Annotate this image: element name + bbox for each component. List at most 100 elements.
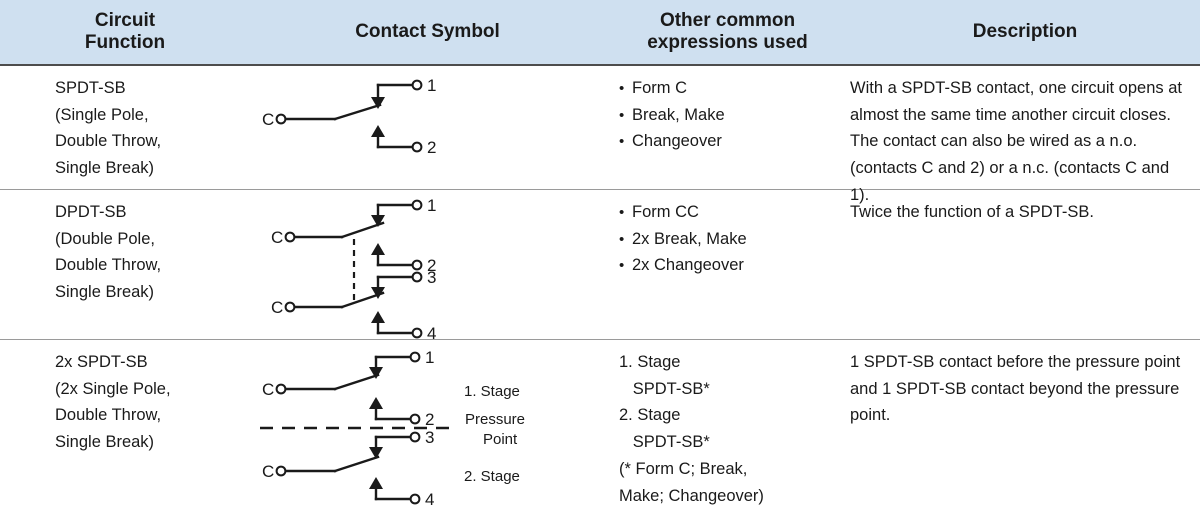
annotation-point: Point bbox=[483, 431, 518, 448]
header-line-1: Other common bbox=[659, 9, 796, 31]
annotation-stage-2: 2. Stage bbox=[464, 468, 520, 485]
function-line: Double Throw, bbox=[55, 132, 162, 151]
list-item: (* Form C; Break, bbox=[619, 459, 748, 478]
table-header-row: Circuit Function Contact Symbol Other co… bbox=[0, 0, 1200, 66]
list-item: Make; Changeover) bbox=[619, 486, 764, 505]
list-item: 2x Changeover bbox=[619, 252, 842, 279]
spdt-sb-diagram: C 1 2 bbox=[262, 76, 436, 157]
function-line: (Double Pole, bbox=[55, 229, 155, 248]
cell-other-expressions: Form C Break, Make Changeover bbox=[605, 66, 850, 189]
terminal-3 bbox=[411, 271, 423, 283]
header-line-1: Circuit bbox=[94, 9, 156, 31]
contact-4-arrowhead bbox=[369, 477, 383, 489]
column-header-contact-symbol: Contact Symbol bbox=[250, 0, 605, 64]
contact-1-arrowhead bbox=[369, 367, 383, 379]
column-header-description: Description bbox=[850, 0, 1200, 64]
contact-3-arrowhead bbox=[369, 447, 383, 459]
list-item: 1. Stage bbox=[619, 353, 681, 371]
function-line: Single Break) bbox=[55, 283, 155, 302]
contact-4-arrowhead bbox=[371, 311, 385, 323]
header-line-1: Description bbox=[972, 20, 1078, 42]
description-text: Twice the function of a SPDT-SB. bbox=[850, 203, 1094, 221]
terminal-label-2: 2 bbox=[427, 256, 436, 275]
cell-other-expressions: Form CC 2x Break, Make 2x Changeover bbox=[605, 190, 850, 339]
header-line-1: Contact Symbol bbox=[355, 20, 500, 42]
terminal-4 bbox=[411, 327, 423, 339]
cell-contact-symbol: C C 1 2 3 4 1. Stage Pressure Point 2. S… bbox=[250, 340, 605, 512]
expressions-list: Form CC 2x Break, Make 2x Changeover bbox=[619, 199, 842, 279]
terminal-c-lower bbox=[284, 301, 296, 313]
function-line: Double Throw, bbox=[55, 406, 162, 425]
terminal-label-c-upper: C bbox=[271, 228, 283, 247]
list-item: 2x Break, Make bbox=[619, 226, 842, 253]
terminal-label-2: 2 bbox=[425, 410, 434, 429]
contact-2-arrowhead bbox=[369, 397, 383, 409]
list-item: Form CC bbox=[619, 199, 842, 226]
contact-2-arrowhead bbox=[371, 243, 385, 255]
terminal-label-1: 1 bbox=[427, 199, 436, 215]
column-header-other-expressions: Other common expressions used bbox=[605, 0, 850, 64]
terminal-label-c-stage-1: C bbox=[262, 380, 274, 399]
list-item: SPDT-SB* bbox=[619, 433, 710, 452]
expressions-list: Form C Break, Make Changeover bbox=[619, 75, 842, 155]
function-line: (Single Pole, bbox=[55, 105, 149, 124]
terminal-c-stage-1 bbox=[275, 383, 287, 395]
terminal-2 bbox=[411, 141, 423, 153]
list-item: SPDT-SB* bbox=[619, 379, 710, 398]
header-line-2: Function bbox=[84, 32, 166, 53]
table-row: SPDT-SB (Single Pole, Double Throw, Sing… bbox=[0, 66, 1200, 204]
list-item: Form C bbox=[619, 75, 842, 102]
cell-circuit-function: DPDT-SB (Double Pole, Double Throw, Sing… bbox=[0, 190, 250, 339]
terminal-1 bbox=[409, 351, 421, 363]
terminal-label-1: 1 bbox=[425, 349, 434, 367]
2x-spdt-sb-diagram: C C 1 2 3 4 1. Stage Pressure Point 2. S… bbox=[260, 349, 525, 509]
cell-circuit-function: 2x SPDT-SB (2x Single Pole, Double Throw… bbox=[0, 340, 250, 512]
terminal-2 bbox=[409, 413, 421, 425]
description-text: With a SPDT-SB contact, one circuit open… bbox=[850, 79, 1182, 204]
terminal-label-3: 3 bbox=[425, 428, 434, 447]
function-line: DPDT-SB bbox=[55, 203, 127, 221]
cell-contact-symbol: C C 1 2 3 4 bbox=[250, 190, 605, 339]
function-line: 2x SPDT-SB bbox=[55, 353, 148, 371]
list-item: Changeover bbox=[619, 128, 842, 155]
terminal-c-stage-2 bbox=[275, 465, 287, 477]
list-item: 2. Stage bbox=[619, 406, 681, 425]
annotation-pressure: Pressure bbox=[465, 411, 525, 428]
switch-arm-upper bbox=[340, 221, 385, 239]
dpdt-sb-diagram: C C 1 2 3 4 bbox=[271, 199, 436, 339]
terminal-label-2: 2 bbox=[427, 138, 436, 157]
terminal-c bbox=[275, 113, 287, 125]
table-row: DPDT-SB (Double Pole, Double Throw, Sing… bbox=[0, 190, 1200, 340]
terminal-label-4: 4 bbox=[425, 490, 434, 509]
terminal-label-c-stage-2: C bbox=[262, 462, 274, 481]
cell-circuit-function: SPDT-SB (Single Pole, Double Throw, Sing… bbox=[0, 66, 250, 189]
function-line: SPDT-SB bbox=[55, 79, 126, 97]
cell-description: 1 SPDT-SB contact before the pressure po… bbox=[850, 340, 1200, 512]
cell-description: Twice the function of a SPDT-SB. bbox=[850, 190, 1200, 339]
switch-arm-stage-2 bbox=[333, 455, 380, 473]
terminal-1 bbox=[411, 79, 423, 91]
function-line: Single Break) bbox=[55, 159, 155, 178]
header-line-2: expressions used bbox=[647, 32, 808, 53]
switch-arm bbox=[333, 103, 382, 121]
terminal-label-1: 1 bbox=[427, 76, 436, 95]
terminal-3 bbox=[409, 431, 421, 443]
switch-arm-stage-1 bbox=[333, 373, 380, 391]
description-text: 1 SPDT-SB contact before the pressure po… bbox=[850, 353, 1181, 425]
terminal-label-c: C bbox=[262, 110, 274, 129]
terminal-1 bbox=[411, 199, 423, 211]
terminal-label-3: 3 bbox=[427, 268, 436, 287]
function-line: Double Throw, bbox=[55, 256, 162, 275]
function-line: Single Break) bbox=[55, 433, 155, 452]
function-line: (2x Single Pole, bbox=[55, 379, 171, 398]
terminal-4 bbox=[409, 493, 421, 505]
contact-3-arrowhead bbox=[371, 287, 385, 299]
terminal-label-4: 4 bbox=[427, 324, 436, 339]
contact-1-arrowhead bbox=[371, 215, 385, 227]
expressions-list: 1. Stage SPDT-SB* 2. Stage SPDT-SB* (* F… bbox=[619, 349, 842, 509]
cell-other-expressions: 1. Stage SPDT-SB* 2. Stage SPDT-SB* (* F… bbox=[605, 340, 850, 512]
column-header-circuit-function: Circuit Function bbox=[0, 0, 250, 64]
list-item: Break, Make bbox=[619, 102, 842, 129]
terminal-2 bbox=[411, 259, 423, 271]
